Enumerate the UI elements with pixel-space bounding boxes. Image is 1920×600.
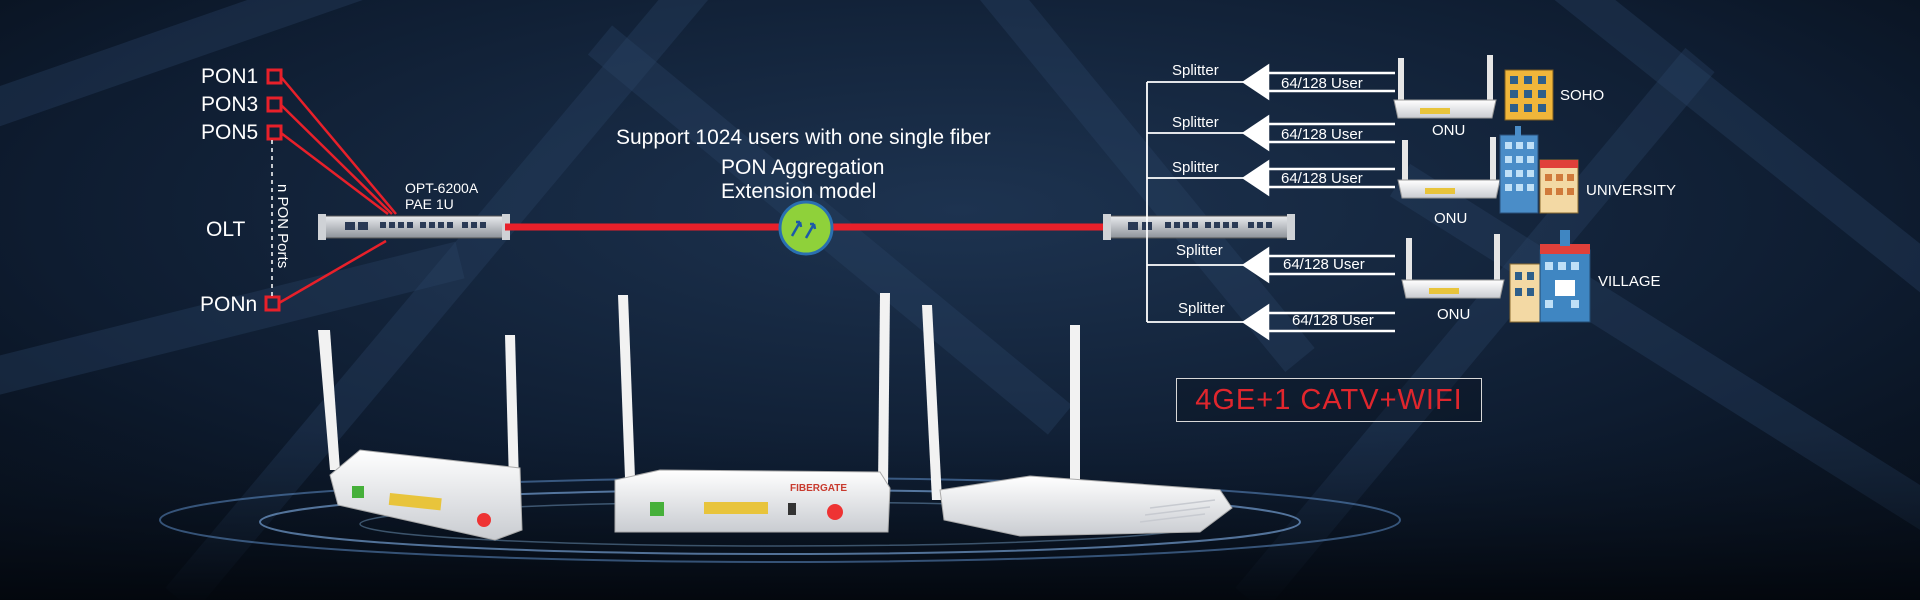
- splitter-label: Splitter: [1176, 242, 1223, 259]
- splitter-tree: [1146, 81, 1258, 323]
- onu-device: [1393, 55, 1497, 119]
- router-left: [318, 330, 523, 541]
- router-right: [922, 305, 1233, 537]
- splitter-label: Splitter: [1172, 159, 1219, 176]
- pon-port-label: PON3: [201, 93, 259, 116]
- splitter-label: Splitter: [1172, 114, 1219, 131]
- n-pon-ports-label: n PON Ports: [274, 184, 291, 269]
- router-center: [614, 293, 891, 533]
- university-building-icon: [1499, 126, 1579, 214]
- pon-port-markers: [264, 68, 283, 312]
- onu-label: ONU: [1437, 306, 1471, 323]
- user-count-label: 64/128 User: [1281, 126, 1363, 143]
- building-label-village: VILLAGE: [1598, 273, 1661, 290]
- soho-building-icon: [1504, 69, 1554, 121]
- pon-port-label: PON1: [201, 65, 259, 88]
- building-label-soho: SOHO: [1560, 87, 1605, 104]
- onu-label: ONU: [1432, 122, 1466, 139]
- user-count-label: 64/128 User: [1281, 170, 1363, 187]
- village-building-icon: [1509, 230, 1591, 323]
- pon-port-label: PON5: [201, 121, 259, 144]
- splitter-label: Splitter: [1178, 300, 1225, 317]
- onu-device: [1397, 137, 1501, 199]
- user-count-label: 64/128 User: [1283, 256, 1365, 273]
- catv-badge: 4GE+1 CATV+WIFI: [1176, 378, 1482, 422]
- olt-rack-device: [318, 214, 510, 240]
- onu-label: ONU: [1434, 210, 1468, 227]
- headline: Support 1024 users with one single fiber: [616, 126, 991, 149]
- user-count-label: 64/128 User: [1292, 312, 1374, 329]
- device-model: OPT-6200A: [405, 180, 479, 196]
- subtitle-line-1: PON Aggregation: [721, 156, 885, 179]
- remote-rack-device: [1103, 214, 1295, 240]
- user-count-label: 64/128 User: [1281, 75, 1363, 92]
- device-spec: PAE 1U: [405, 196, 454, 212]
- olt-label: OLT: [206, 218, 246, 241]
- splitter-label: Splitter: [1172, 62, 1219, 79]
- device-model-label: OPT-6200A PAE 1U: [405, 180, 478, 212]
- router-logo-text: FIBERGATE: [790, 483, 848, 494]
- subtitle-line-2: Extension model: [721, 180, 877, 203]
- pon-port-label: PONn: [200, 293, 258, 316]
- onu-device: [1401, 234, 1505, 299]
- building-label-university: UNIVERSITY: [1586, 182, 1677, 199]
- pon-fiber-lines: [278, 76, 397, 305]
- user-arrows: [1241, 63, 1395, 341]
- pon-aggregation-icon: [778, 200, 834, 256]
